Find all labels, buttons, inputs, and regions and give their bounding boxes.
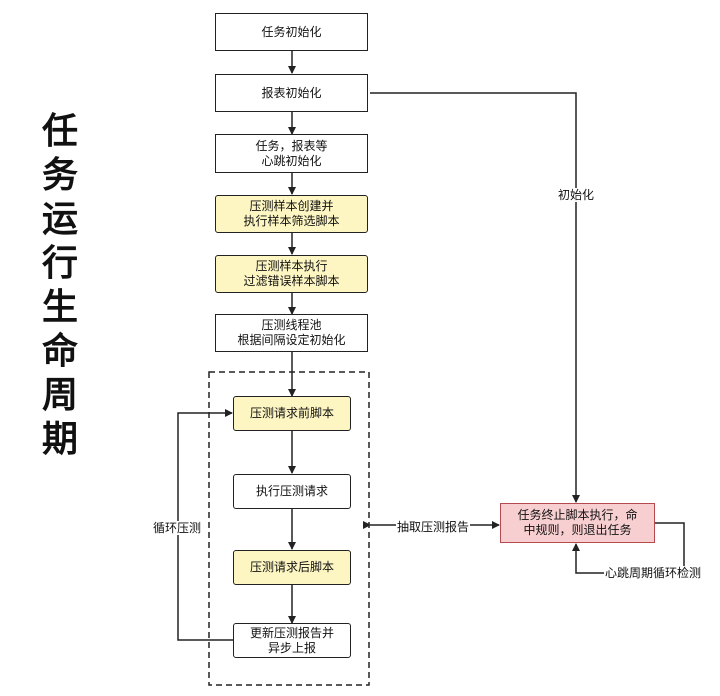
edge-label-loop: 循环压测: [152, 521, 203, 535]
title-char: 任: [41, 111, 78, 152]
lifecycle-title: 任 务 运 行 生 命 周 期: [38, 110, 82, 462]
edge-label-fetch-report: 抽取压测报告: [396, 520, 471, 534]
node-thread-pool: 压测线程池 根据间隔设定初始化: [215, 314, 368, 352]
edge-label-init: 初始化: [557, 188, 596, 202]
title-char: 务: [41, 155, 78, 196]
node-update-report: 更新压测报告并 异步上报: [233, 623, 351, 658]
node-terminate: 任务终止脚本执行，命 中规则，则退出任务: [500, 503, 655, 543]
node-heartbeat-init: 任务，报表等 心跳初始化: [215, 134, 368, 173]
title-char: 期: [41, 419, 78, 460]
node-sample-exec: 压测样本执行 过滤错误样本脚本: [215, 255, 368, 293]
node-report-init: 报表初始化: [215, 74, 368, 112]
node-sample-create: 压测样本创建并 执行样本筛选脚本: [215, 195, 368, 233]
node-exec-request: 执行压测请求: [233, 474, 351, 509]
title-char: 行: [41, 243, 78, 284]
node-task-init: 任务初始化: [215, 13, 368, 51]
title-char: 运: [41, 199, 78, 240]
title-char: 周: [41, 375, 78, 416]
edge-label-heartbeat-check: 心跳周期循环检测: [604, 566, 703, 580]
title-char: 生: [41, 287, 78, 328]
node-pre-script: 压测请求前脚本: [233, 396, 351, 431]
node-post-script: 压测请求后脚本: [233, 550, 351, 585]
arrow-report-to-terminate: [370, 92, 580, 503]
title-char: 命: [41, 331, 78, 372]
loop-group-border: [208, 371, 370, 686]
